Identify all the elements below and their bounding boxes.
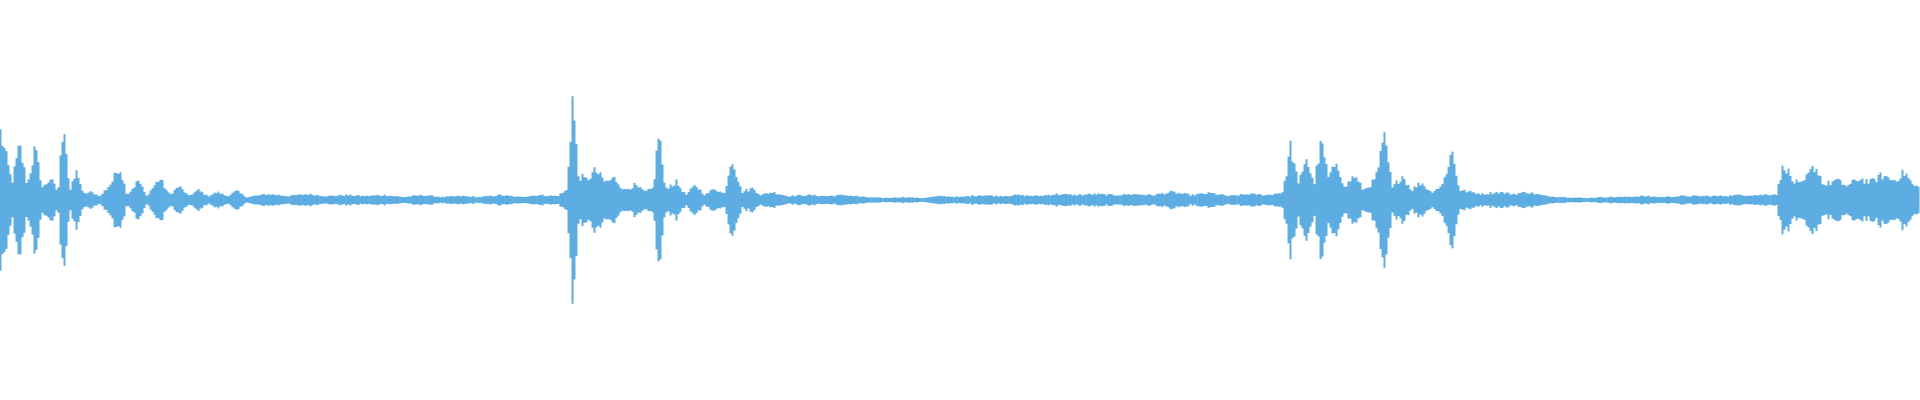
waveform-bars [0, 96, 1920, 304]
